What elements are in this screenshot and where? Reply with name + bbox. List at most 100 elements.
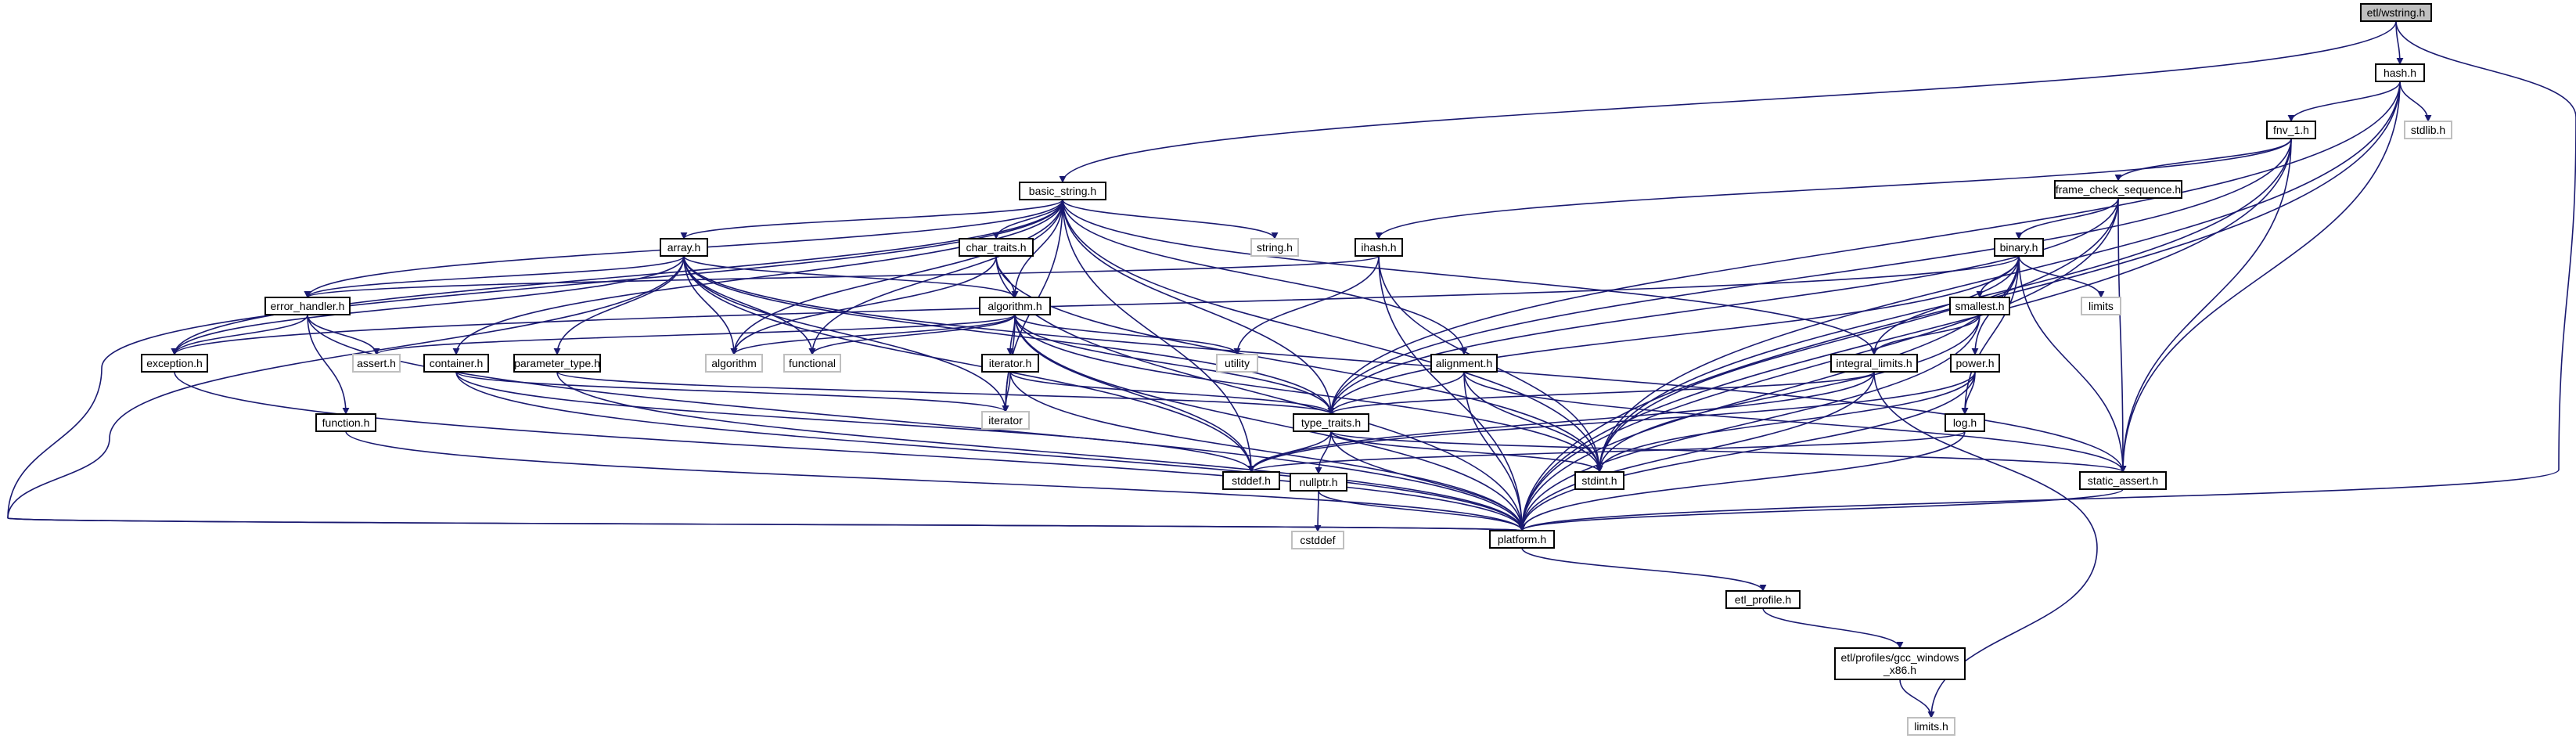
edge-type_traits-to-platform xyxy=(1330,430,1526,531)
node-label: etl_profile.h xyxy=(1735,593,1791,606)
node-stdlib: stdlib.h xyxy=(2404,121,2452,139)
edge-integral_limits-to-type_traits xyxy=(1327,371,1875,415)
node-box xyxy=(2266,121,2316,139)
edge-error_handler-to-function xyxy=(307,314,350,415)
node-box xyxy=(315,413,376,432)
node-hash[interactable]: hash.h xyxy=(2375,63,2425,82)
edge-fnv_1-to-type_traits xyxy=(1327,138,2292,415)
edge-smallest-to-integral_limits xyxy=(1870,314,1981,355)
node-box xyxy=(141,354,208,373)
node-box xyxy=(981,354,1039,373)
node-box xyxy=(1222,471,1280,490)
node-cstddef: cstddef xyxy=(1291,531,1344,549)
edge-algorithm_h-to-assert xyxy=(372,314,1016,355)
node-platform[interactable]: platform.h xyxy=(1489,530,1555,549)
edge-gcc_windows-to-limits_h xyxy=(1899,679,1935,719)
node-array[interactable]: array.h xyxy=(660,238,708,257)
node-frame-check-sequence[interactable]: frame_check_sequence.h xyxy=(2054,180,2182,199)
node-label: assert.h xyxy=(357,357,396,369)
node-box xyxy=(1489,530,1555,549)
node-etl-wstring[interactable]: etl/wstring.h xyxy=(2360,3,2432,22)
edge-hash-to-type_traits xyxy=(1327,81,2401,415)
edge-container-to-stddef xyxy=(455,371,1255,473)
node-iterator-h[interactable]: iterator.h xyxy=(981,354,1039,373)
edge-binary-to-exception xyxy=(171,255,2020,355)
node-label: basic_string.h xyxy=(1029,185,1096,197)
edge-smallest-to-platform xyxy=(1518,314,1981,531)
edge-fnv_1-to-static_assert xyxy=(2119,138,2292,473)
edge-binary-to-limits xyxy=(2018,255,2105,298)
edge-frame_check_sequence-to-static_assert xyxy=(2117,197,2127,473)
node-box xyxy=(1216,354,1258,373)
node-nullptr[interactable]: nullptr.h xyxy=(1290,473,1347,492)
edges-layer xyxy=(7,20,2576,719)
node-algorithm-h[interactable]: algorithm.h xyxy=(979,297,1051,315)
node-power[interactable]: power.h xyxy=(1950,354,2000,373)
node-static-assert[interactable]: static_assert.h xyxy=(2079,471,2167,490)
edge-basic_string-to-array xyxy=(680,199,1063,240)
node-box xyxy=(1950,354,2000,373)
node-smallest[interactable]: smallest.h xyxy=(1949,297,2010,315)
edge-frame_check_sequence-to-binary xyxy=(2015,197,2119,240)
node-algorithm-std: algorithm xyxy=(705,354,763,373)
node-log[interactable]: log.h xyxy=(1945,413,1985,432)
edge-log-to-platform xyxy=(1518,430,1966,531)
edge-etl_profile-to-gcc_windows xyxy=(1762,607,1904,649)
node-label: ihash.h xyxy=(1361,241,1396,254)
edge-basic_string-to-algorithm_std xyxy=(730,199,1063,355)
edge-basic_string-to-algorithm_h xyxy=(1011,199,1063,298)
node-parameter-type[interactable]: parameter_type.h xyxy=(513,354,601,373)
node-box xyxy=(981,411,1030,430)
edge-basic_string-to-functional xyxy=(808,199,1063,355)
node-fnv-1[interactable]: fnv_1.h xyxy=(2266,121,2316,139)
node-binary[interactable]: binary.h xyxy=(1994,238,2044,257)
node-label: container.h xyxy=(430,357,484,369)
node-error-handler[interactable]: error_handler.h xyxy=(264,297,351,315)
edge-array-to-algorithm_std xyxy=(683,255,738,355)
node-type-traits[interactable]: type_traits.h xyxy=(1293,413,1369,432)
node-stddef[interactable]: stddef.h xyxy=(1222,471,1280,490)
node-label: hash.h xyxy=(2384,67,2416,79)
node-box xyxy=(264,297,351,315)
node-stdint[interactable]: stdint.h xyxy=(1574,471,1624,490)
edge-parameter_type-to-platform xyxy=(556,371,1526,531)
node-label: stdint.h xyxy=(1581,474,1617,487)
node-basic-string[interactable]: basic_string.h xyxy=(1019,182,1106,200)
edge-platform-to-etl_profile xyxy=(1521,547,1767,592)
edge-fnv_1-to-platform xyxy=(1518,138,2292,531)
node-char-traits[interactable]: char_traits.h xyxy=(959,238,1034,257)
edge-basic_string-to-integral_limits xyxy=(1062,199,1878,355)
edge-binary-to-type_traits xyxy=(1327,255,2020,415)
node-box xyxy=(1994,238,2044,257)
edge-hash-to-stdlib xyxy=(2399,81,2432,122)
node-label: parameter_type.h xyxy=(514,357,600,369)
node-box xyxy=(1574,471,1624,490)
edge-log-to-stddef xyxy=(1247,430,1966,473)
node-exception[interactable]: exception.h xyxy=(141,354,208,373)
node-label: nullptr.h xyxy=(1299,476,1337,488)
node-label: error_handler.h xyxy=(271,300,345,312)
node-label: integral_limits.h xyxy=(1836,357,1912,369)
node-alignment[interactable]: alignment.h xyxy=(1430,354,1498,373)
node-label: limits xyxy=(2089,300,2114,312)
node-etl-profile[interactable]: etl_profile.h xyxy=(1725,590,1801,609)
edge-basic_string-to-type_traits xyxy=(1062,199,1335,415)
node-function[interactable]: function.h xyxy=(315,413,376,432)
node-label: function.h xyxy=(322,416,370,429)
edge-basic_string-to-exception xyxy=(171,199,1063,355)
node-box xyxy=(1430,354,1498,373)
edge-array-to-static_assert xyxy=(683,255,2127,473)
edge-alignment-to-type_traits xyxy=(1327,371,1465,415)
node-integral-limits[interactable]: integral_limits.h xyxy=(1830,354,1918,373)
node-box xyxy=(1834,647,1966,680)
node-ihash[interactable]: ihash.h xyxy=(1355,238,1403,257)
node-box xyxy=(2360,3,2432,22)
edge-array-to-platform xyxy=(7,255,1524,531)
node-container[interactable]: container.h xyxy=(423,354,489,373)
edge-function-to-platform xyxy=(345,430,1526,531)
node-gcc-windows[interactable]: etl/profiles/gcc_windows_x86.h xyxy=(1834,647,1966,680)
edge-type_traits-to-stdint xyxy=(1330,430,1603,473)
node-box xyxy=(1725,590,1801,609)
node-label: limits.h xyxy=(1914,720,1948,733)
edge-array-to-stddef xyxy=(683,255,1255,473)
